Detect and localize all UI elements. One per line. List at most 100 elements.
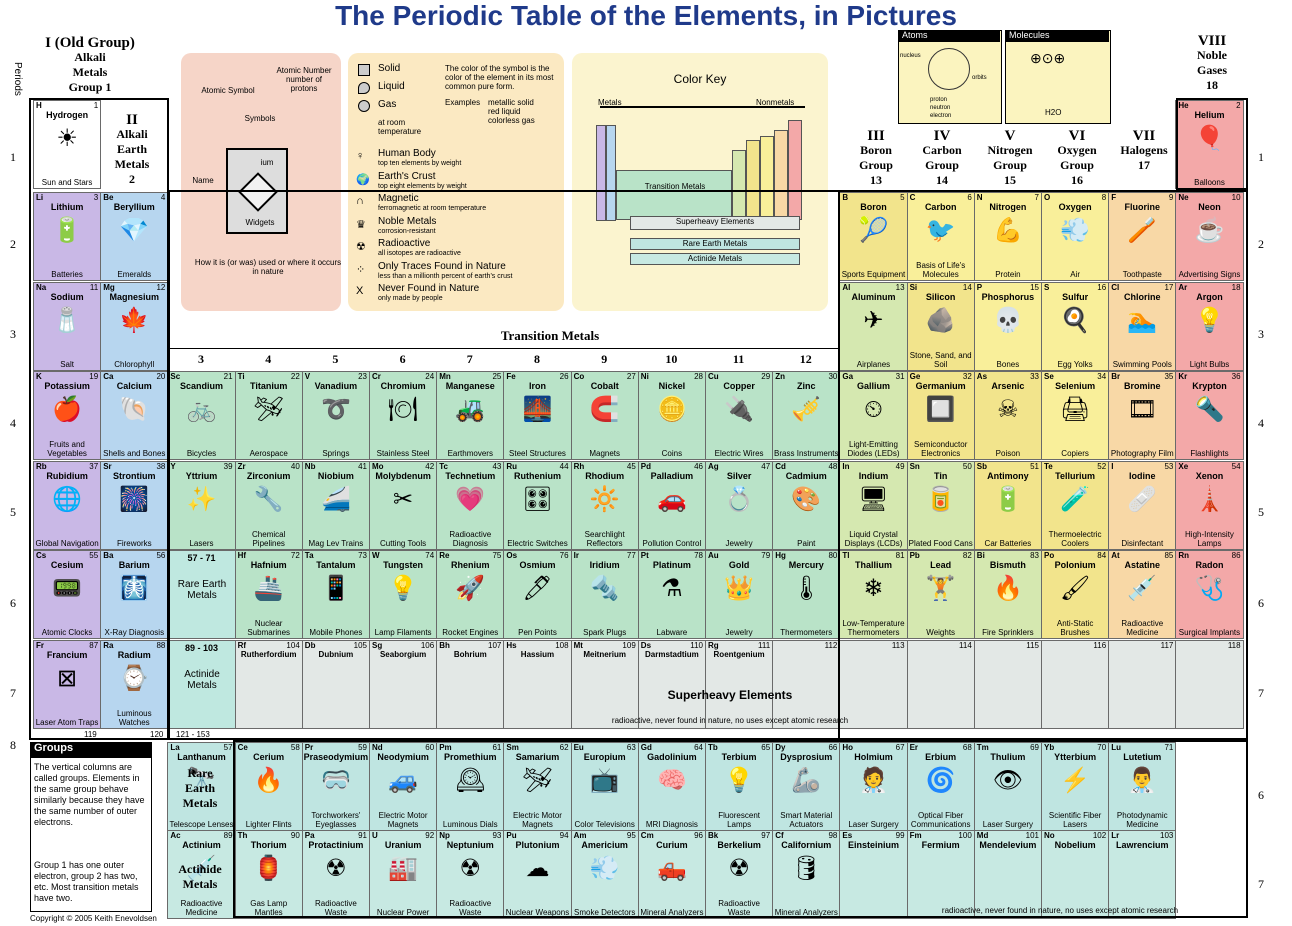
element-unnamed-118[interactable]: 118 xyxy=(1175,640,1244,729)
element-unnamed-117[interactable]: 117 xyxy=(1108,640,1177,729)
element-unnamed-112[interactable]: 112 xyxy=(772,640,841,729)
element-unnamed-116[interactable]: 116 xyxy=(1041,640,1110,729)
element-unnamed-114[interactable]: 114 xyxy=(906,640,975,729)
